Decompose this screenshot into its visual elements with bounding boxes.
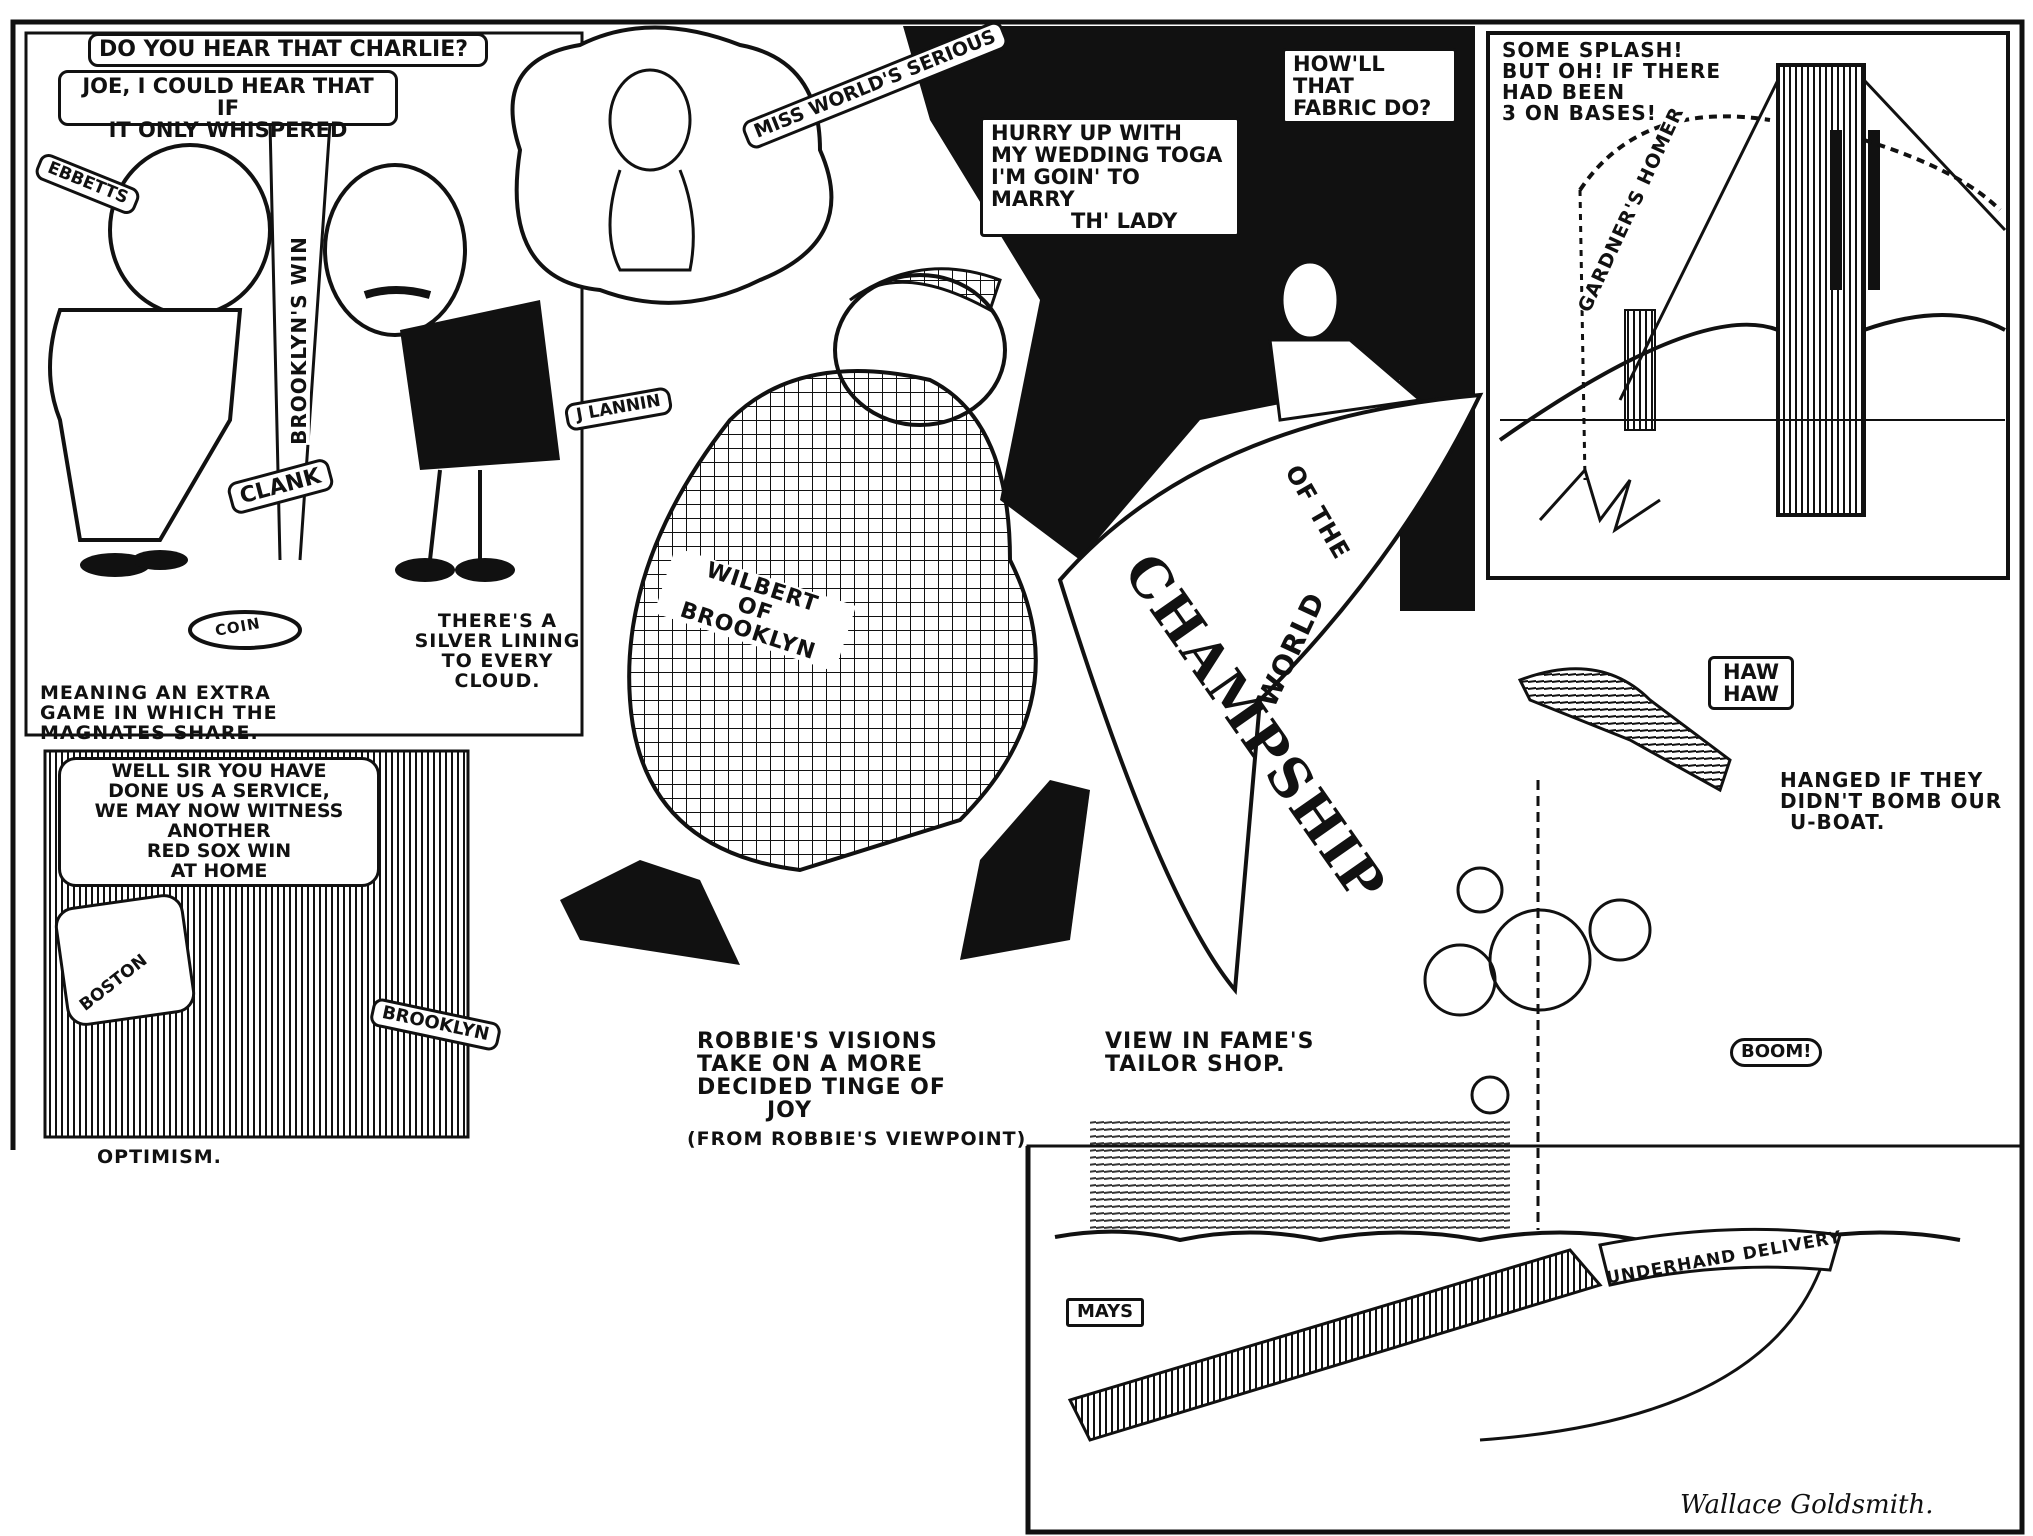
- speech-line: HAW: [1722, 682, 1780, 707]
- caption-line: 3 ON BASES!: [1502, 101, 1657, 125]
- airplane-drawing: [1517, 667, 1732, 793]
- caption-line: U-BOAT.: [1790, 810, 1886, 834]
- lannin-figure: [323, 163, 560, 582]
- pitch-trajectory: [1479, 1269, 1822, 1442]
- speech-line: I'M GOIN' TO MARRY: [991, 165, 1140, 212]
- speech-line: HURRY UP WITH: [991, 121, 1182, 145]
- caption-line: DECIDED TINGE OF: [697, 1075, 946, 1101]
- boston-bean-pot: BOSTON: [52, 891, 198, 1029]
- coin-icon: [188, 610, 302, 650]
- caption-line: SOME SPLASH!: [1502, 38, 1684, 62]
- caption-line: ROBBIE'S VISIONS: [697, 1029, 938, 1054]
- caption-line: TAILOR SHOP.: [1105, 1052, 1286, 1078]
- speech-bubble-fabric: HOW'LL THAT FABRIC DO?: [1282, 48, 1457, 125]
- speech-bubble-boston: WELL SIR YOU HAVE DONE US A SERVICE, WE …: [58, 757, 380, 887]
- speech-line: MY WEDDING TOGA: [991, 143, 1223, 168]
- sound-boom: BOOM!: [1730, 1038, 1823, 1067]
- speech-line: JOE, I COULD HEAR THAT IF: [82, 74, 374, 121]
- caption-line: JOY: [767, 1098, 813, 1124]
- speech-line: ANOTHER: [167, 819, 271, 842]
- caption-robbies-visions: ROBBIE'S VISIONS TAKE ON A MORE DECIDED …: [687, 1029, 1026, 1150]
- caption-line: TAKE ON A MORE: [697, 1052, 924, 1078]
- caption-tailor-shop: VIEW IN FAME'S TAILOR SHOP.: [1105, 1030, 1314, 1076]
- caption-line: BUT OH! IF THERE: [1502, 59, 1722, 83]
- arm-sleeve: [1598, 1227, 1842, 1287]
- caption-line: THERE'S A: [437, 610, 558, 632]
- distant-water-hatch: [1090, 1120, 1510, 1230]
- speech-line: RED SOX WIN: [146, 839, 292, 862]
- speech-line: DONE US A SERVICE,: [108, 779, 330, 802]
- speech-bubble-wedding-toga: HURRY UP WITH MY WEDDING TOGA I'M GOIN' …: [980, 117, 1240, 238]
- label-brooklyns-win: BROOKLYN'S WIN: [286, 236, 311, 445]
- speech-line: WELL SIR YOU HAVE: [111, 760, 327, 782]
- speech-bubble-haw-haw: HAW HAW: [1708, 656, 1794, 711]
- caption-line: DIDN'T BOMB OUR: [1780, 789, 2003, 813]
- label-mays: MAYS: [1066, 1298, 1145, 1327]
- tailor-figure: [1268, 260, 1424, 422]
- speech-bubble-charlie: DO YOU HEAR THAT CHARLIE?: [88, 33, 488, 67]
- caption-viewpoint: (FROM ROBBIE'S VIEWPOINT): [687, 1128, 1027, 1151]
- caption-line: GAME IN WHICH THE: [40, 701, 278, 724]
- brooklyn-bridge-drawing: [1498, 63, 2007, 534]
- caption-line: MAGNATES SHARE.: [40, 721, 259, 744]
- speech-line: FABRIC DO?: [1293, 96, 1432, 121]
- speech-bubble-joe: JOE, I COULD HEAR THAT IF IT ONLY WHISPE…: [58, 70, 398, 141]
- bridge-panel-border: [1486, 31, 2010, 580]
- caption-some-splash: SOME SPLASH! BUT OH! IF THERE HAD BEEN 3…: [1502, 40, 1721, 124]
- caption-line: HANGED IF THEY: [1780, 768, 1984, 792]
- championship-pennant: [1057, 392, 1484, 996]
- label-boston: BOSTON: [75, 950, 152, 1016]
- caption-line: MEANING AN EXTRA: [40, 682, 271, 704]
- artist-signature: Wallace Goldsmith.: [1680, 1490, 1934, 1520]
- speech-line: IT ONLY WHISPERED: [108, 118, 348, 143]
- caption-line: HAD BEEN: [1502, 80, 1626, 104]
- caption-silver-lining: THERE'S A SILVER LINING TO EVERY CLOUD.: [405, 610, 590, 692]
- speech-line: HAW: [1722, 660, 1780, 684]
- smoke-puffs: [1423, 866, 1652, 1115]
- caption-u-boat: HANGED IF THEY DIDN'T BOMB OUR U-BOAT.: [1780, 770, 2002, 833]
- caption-line: VIEW IN FAME'S: [1105, 1029, 1315, 1054]
- caption-line: CLOUD.: [454, 669, 541, 692]
- speech-line: TH' LADY: [1071, 209, 1178, 234]
- caption-line: SILVER LINING: [414, 629, 581, 652]
- caption-optimism: OPTIMISM.: [97, 1146, 222, 1168]
- dream-cloud: [510, 25, 834, 305]
- speech-line: HOW'LL THAT: [1293, 52, 1385, 99]
- caption-line: TO EVERY: [441, 649, 554, 672]
- bottom-right-panel-border: [1026, 1144, 2024, 1534]
- caption-extra-game: MEANING AN EXTRA GAME IN WHICH THE MAGNA…: [40, 682, 278, 744]
- mays-arm: [1067, 1248, 1603, 1442]
- ebbetts-figure: [48, 143, 272, 577]
- splash: [1538, 467, 1661, 534]
- speech-line: AT HOME: [170, 859, 268, 882]
- speech-line: WE MAY NOW WITNESS: [94, 799, 344, 822]
